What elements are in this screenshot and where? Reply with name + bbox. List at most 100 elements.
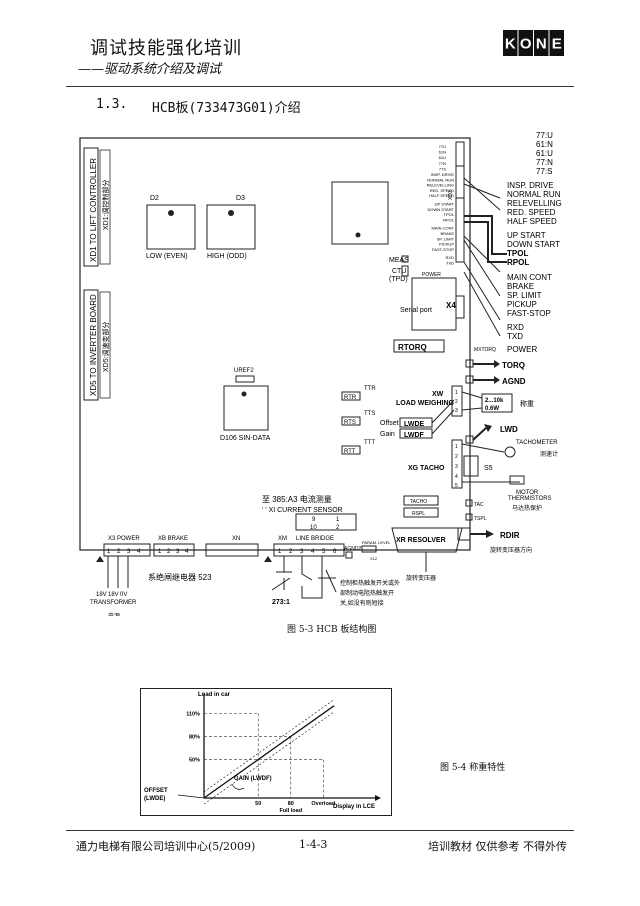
- uref2-label: UREF2: [234, 368, 254, 374]
- xd5-label: XD5 TO INVERTER BOARD: [89, 294, 98, 396]
- rspl-label: RSPL: [412, 511, 425, 517]
- xb-brake-label: XB BRAKE: [158, 536, 188, 542]
- connector-pin: 2: [289, 549, 293, 555]
- xw-label: XW: [432, 391, 444, 398]
- xd5-connector: [83, 289, 99, 401]
- connector-pin: 1: [158, 549, 162, 555]
- small-signal-label: PICKUP: [439, 242, 454, 247]
- right-signal-label: 61:N: [536, 140, 553, 149]
- power-cn-label: 电源: [108, 612, 120, 616]
- xd3-label: XD3: [448, 190, 454, 200]
- lwd-label: LWD: [500, 425, 518, 434]
- right-signal-label: TORQ: [502, 361, 525, 370]
- d106-label: D106 SIN-DATA: [220, 435, 271, 442]
- footer-notice: 培训教材 仅供参考 不得外传: [428, 840, 567, 853]
- right-signal-label: RELEVELLING: [507, 199, 562, 208]
- line-bridge-label: LINE BRIDGE: [296, 536, 334, 542]
- current-sensor-cn-label: 至 385:A3 电流测量: [262, 494, 332, 504]
- rtorq-label: RTORQ: [398, 343, 427, 352]
- y-axis-label: Load in car: [198, 692, 231, 698]
- connector-pin: 4: [185, 549, 189, 555]
- xm-label: XM: [278, 536, 287, 542]
- small-signal-label: NORMAL RUN: [427, 177, 454, 182]
- lwde-label: LWDE: [404, 421, 425, 428]
- right-signal-label: RXD: [507, 323, 524, 332]
- x-tick-label: 50: [255, 801, 261, 807]
- right-signal-label: TXD: [507, 332, 523, 341]
- svg-text:2: 2: [336, 525, 340, 531]
- param-level-label: PARAM. LEVEL: [362, 540, 391, 545]
- xd1-cn: XD1:调控制部分: [101, 179, 110, 230]
- tspl-label: TSPL: [474, 516, 487, 522]
- svg-text:3: 3: [455, 408, 458, 414]
- xb-connector: [153, 543, 195, 557]
- connector-pin: 2: [167, 549, 171, 555]
- motor-therm2-label: THERMISTORS: [508, 496, 552, 502]
- offset-sub-label: (LWDE): [144, 796, 165, 802]
- connector-pin: 2: [117, 549, 121, 555]
- connector-pin: 1: [278, 549, 282, 555]
- logo-cell: [518, 30, 533, 56]
- small-signal-label: 77S: [439, 166, 446, 171]
- d2-label: D2: [150, 195, 159, 202]
- svg-text:1: 1: [455, 390, 458, 396]
- d3-chip: [206, 204, 256, 250]
- svg-text:1: 1: [455, 444, 458, 450]
- offset-label: Offset: [380, 420, 399, 427]
- small-signal-label: RELEVELLING: [427, 183, 454, 188]
- d106-chip: [223, 385, 269, 431]
- xd5-strip: [99, 291, 111, 399]
- logo-cell: [534, 30, 549, 56]
- board-outline: [79, 137, 471, 551]
- right-signal-label: RED. SPEED: [507, 208, 556, 217]
- small-signal-label: MAIN CONT: [432, 226, 455, 231]
- svg-text:10: 10: [310, 525, 317, 531]
- bridge-cn-1: 部制动电阻热触发开: [340, 589, 394, 597]
- document-title: 调试技能强化培训: [90, 38, 242, 59]
- connector-pin: 4: [137, 549, 141, 555]
- xd1-label: XD1 TO LIFT CONTROLLER: [89, 158, 98, 262]
- y-tick-label: 110%: [186, 711, 200, 717]
- connector-pin: 6: [333, 549, 337, 555]
- section-title: HCB板(733473G01)介绍: [152, 101, 301, 116]
- load-weighing-label: LOAD WEIGHING: [396, 400, 454, 407]
- pot-range-label: 2...10k: [485, 398, 504, 404]
- logo-cell: [503, 30, 518, 56]
- right-signal-label: UP START: [507, 231, 546, 240]
- rtr-label: RTR: [344, 395, 357, 401]
- bridge-cn-0: 控制柜热触发开关或外: [340, 579, 400, 587]
- ttr-label: TTR: [364, 386, 376, 392]
- figure-5-4-caption: 图 5-4 称重特性: [440, 763, 506, 773]
- tachometer-label: TACHOMETER: [516, 440, 558, 446]
- x4-label: X4: [446, 301, 456, 310]
- gain-label: Gain: [380, 431, 395, 438]
- x3-connector: [103, 543, 151, 557]
- mxtorq-label: MXTORQ: [474, 347, 496, 353]
- tacho-cn-label: 测速计: [540, 450, 558, 458]
- voltage-label: 18V: [108, 592, 119, 598]
- right-signal-label: 77:N: [536, 158, 553, 167]
- power-small-label: POWER: [422, 272, 441, 278]
- pot-power-label: 0.6W: [485, 406, 499, 412]
- svg-text:2: 2: [455, 399, 458, 405]
- lwdf-label: LWDF: [404, 432, 425, 439]
- rtt-label: RTT: [344, 449, 356, 455]
- agnd2-label: AGND2: [344, 546, 361, 552]
- resolver-dir-cn-label: 旋转变压器方向: [490, 546, 532, 554]
- rdir-label: RDIR: [500, 531, 520, 540]
- connector-pin: 3: [176, 549, 180, 555]
- x3-power-label: X3 POWER: [108, 536, 140, 542]
- series-line: [203, 699, 335, 793]
- footer-rule: [66, 830, 574, 831]
- right-signal-label: TPOL: [507, 249, 528, 258]
- sensor-cn-label: 称重: [520, 399, 534, 408]
- right-signal-label: RPOL: [507, 258, 529, 267]
- small-signal-label: 77N: [439, 161, 446, 166]
- x-tick-label: 80: [288, 801, 294, 807]
- brake-cn-label: 系绝闸继电器 523: [148, 572, 212, 582]
- x-axis-label: Display in LCE: [333, 804, 375, 810]
- bridge-cn-2: 关,如没有则短接: [340, 599, 384, 607]
- ctu-label: CTU: [392, 268, 406, 275]
